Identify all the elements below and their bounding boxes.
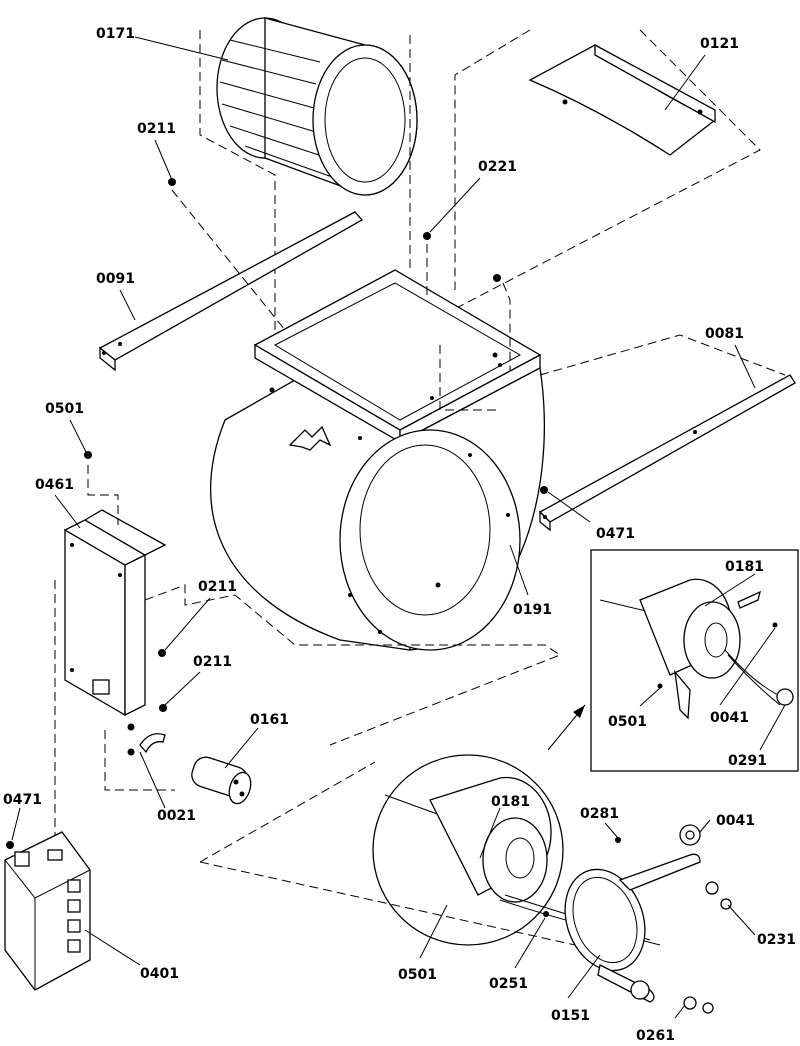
motor-mount	[543, 824, 732, 1014]
label-screw-top: 0211	[137, 121, 176, 137]
control-bracket	[54, 465, 562, 835]
blower-wheel	[199, 17, 418, 330]
screws	[6, 178, 548, 849]
label-screw-281: 0281	[580, 806, 619, 822]
top-panel	[394, 29, 761, 341]
label-screw-501-inset: 0501	[608, 714, 647, 730]
blower-housing	[210, 269, 545, 651]
rail-right	[439, 334, 796, 532]
label-motor-inset: 0181	[725, 559, 764, 575]
label-strap: 0021	[157, 808, 196, 824]
label-rail-right: 0081	[705, 326, 744, 342]
capacitor-strap	[139, 733, 166, 754]
capacitor	[191, 756, 252, 805]
label-bushing: 0261	[636, 1028, 675, 1044]
label-screw-501-main: 0501	[398, 967, 437, 983]
label-band: 0151	[551, 1008, 590, 1024]
label-top-panel: 0121	[700, 36, 739, 52]
label-bolt-231: 0231	[757, 932, 796, 948]
motor-detail	[199, 754, 661, 946]
leader-lines	[11, 36, 786, 1019]
label-rail-left: 0091	[96, 271, 135, 287]
label-screw-211-low: 0211	[193, 654, 232, 670]
control-board	[4, 831, 91, 991]
label-capacitor: 0161	[250, 712, 289, 728]
label-screw-471-right: 0471	[596, 526, 635, 542]
label-motor-mount: 0251	[489, 976, 528, 992]
label-grommet-inset: 0041	[710, 710, 749, 726]
label-screw-211-mid: 0211	[198, 579, 237, 595]
label-screw-221: 0221	[478, 159, 517, 175]
callout-labels: 0171 0121 0211 0221 0091 0081 0501 0461 …	[3, 26, 796, 1044]
label-blower-wheel: 0171	[96, 26, 135, 42]
rail-left	[98, 211, 364, 372]
label-screw-501-top: 0501	[45, 401, 84, 417]
label-control-board: 0401	[140, 966, 179, 982]
label-wire-inset: 0291	[728, 753, 767, 769]
label-bracket: 0461	[35, 477, 74, 493]
motor-inset	[590, 549, 799, 772]
label-screw-471-left: 0471	[3, 792, 42, 808]
label-grommet-main: 0041	[716, 813, 755, 829]
label-housing: 0191	[513, 602, 552, 618]
label-motor-main: 0181	[491, 794, 530, 810]
